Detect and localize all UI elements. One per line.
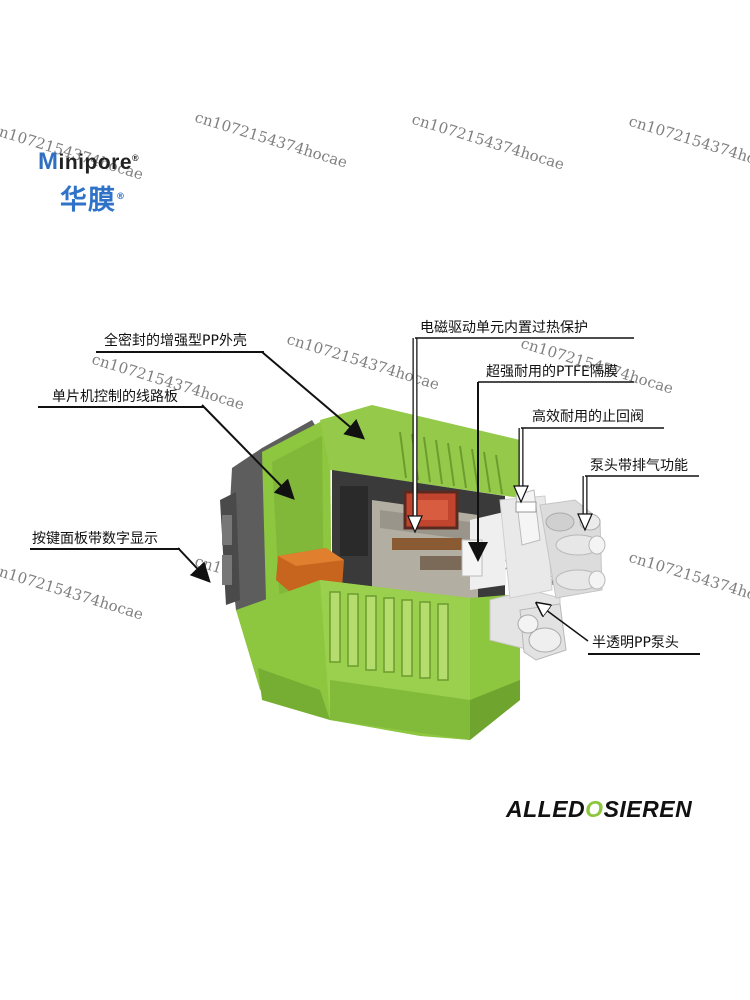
label-overheat: 电磁驱动单元内置过热保护 bbox=[420, 320, 588, 336]
label-diaphragm: 超强耐用的PTFE隔膜 bbox=[486, 364, 618, 380]
label-housing: 全密封的增强型PP外壳 bbox=[104, 333, 247, 349]
alledosieren-brand: ALLEDOSIEREN bbox=[506, 796, 693, 822]
label-pumphead: 半透明PP泵头 bbox=[592, 635, 679, 651]
label-valve: 高效耐用的止回阀 bbox=[532, 409, 644, 425]
underline bbox=[96, 351, 264, 353]
underline bbox=[38, 406, 204, 408]
label-circuit: 单片机控制的线路板 bbox=[52, 389, 178, 405]
label-keypad: 按键面板带数字显示 bbox=[32, 531, 158, 547]
minipore-logo: Minipore® 华膜® bbox=[38, 148, 140, 216]
underline bbox=[588, 653, 700, 655]
label-vent: 泵头带排气功能 bbox=[590, 458, 688, 474]
underline bbox=[30, 548, 180, 550]
